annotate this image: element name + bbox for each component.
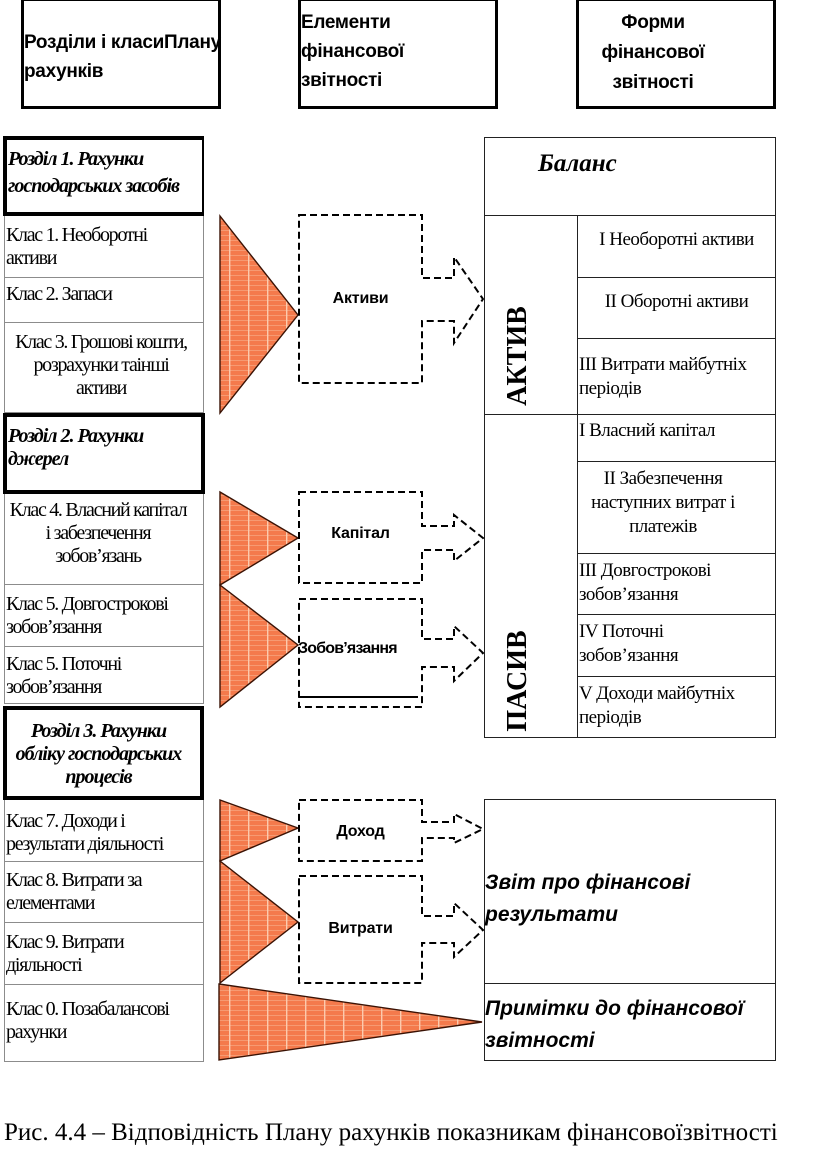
connector-triangle-income bbox=[219, 799, 300, 863]
element-label-income: Доход bbox=[336, 822, 385, 840]
balance-liabilities-label: ПАСИВ bbox=[502, 630, 533, 732]
balance-item-provisions: II Забезпечення наступних витрат і плате… bbox=[577, 462, 775, 554]
account-class-5-long-term: Клас 5. Довгострокові зобов’язання bbox=[4, 585, 204, 647]
account-class-9: Клас 9. Витрати діяльності bbox=[4, 923, 204, 985]
account-section-1: Розділ 1. Рахунки господарських засобів bbox=[3, 136, 204, 216]
account-class-3: Клас 3. Грошові кошти, розрахунки таінші… bbox=[4, 323, 204, 413]
balance-item-noncurrent-assets: I Необоротні активи bbox=[577, 216, 775, 278]
balance-item-current-liabilities: IV Поточні зобов’язання bbox=[577, 615, 775, 677]
element-label-liabilities: Зобов’язання bbox=[298, 639, 398, 657]
account-class-2: Клас 2. Запаси bbox=[4, 278, 204, 323]
element-label-assets: Активи bbox=[332, 289, 389, 307]
balance-item-equity: I Власний капітал bbox=[577, 415, 775, 462]
connector-triangle-notes bbox=[218, 983, 483, 1061]
balance-sheet-title-box: Баланс bbox=[484, 137, 776, 216]
connector-triangle-liabilities bbox=[219, 583, 300, 709]
column-header-statement-forms: Форми фінансової звітності bbox=[576, 0, 776, 109]
account-class-0: Клас 0. Позабалансові рахунки bbox=[4, 985, 204, 1062]
income-statement-title: Звіт про фінансові результати bbox=[485, 871, 691, 926]
balance-sheet-title: Баланс bbox=[538, 150, 617, 177]
balance-item-current-assets: II Оборотні активи bbox=[577, 278, 775, 339]
account-section-3: Розділ 3. Рахунки обліку господарських п… bbox=[3, 706, 204, 800]
connector-triangle-assets bbox=[219, 213, 299, 416]
column-header-statement-elements: Елементи фінансової звітності bbox=[298, 0, 498, 109]
figure-caption: Рис. 4.4 – Відповідність Плану рахунків … bbox=[4, 1119, 778, 1146]
balance-assets-label: АКТИВ bbox=[502, 306, 533, 406]
income-statement-box: Звіт про фінансові результати bbox=[484, 799, 776, 984]
column-header-chart-of-accounts: Розділи і класиПлану рахунків bbox=[21, 0, 221, 109]
connector-triangle-expenses bbox=[219, 859, 300, 985]
element-label-expenses: Витрати bbox=[328, 919, 393, 937]
element-label-capital: Капітал bbox=[331, 524, 390, 542]
account-class-4: Клас 4. Власний капітал і забезпечення з… bbox=[4, 494, 204, 585]
account-section-2: Розділ 2. Рахунки джерел bbox=[3, 413, 205, 494]
account-class-5-current: Клас 5. Поточні зобов’язання bbox=[4, 647, 204, 704]
account-class-1: Клас 1. Необоротні активи bbox=[4, 216, 204, 278]
balance-item-deferred-expenses: III Витрати майбутніх періодів bbox=[577, 339, 775, 415]
account-class-8: Клас 8. Витрати за елементами bbox=[4, 862, 204, 923]
balance-item-deferred-income: V Доходи майбутніх періодів bbox=[577, 677, 775, 737]
connector-triangle-capital bbox=[219, 490, 300, 587]
notes-title: Примітки до фінансової звітності bbox=[485, 997, 744, 1052]
balance-item-long-term-liabilities: III Довгострокові зобов’язання bbox=[577, 554, 775, 615]
balance-assets-cell bbox=[484, 215, 578, 415]
notes-box: Примітки до фінансової звітності bbox=[484, 983, 776, 1061]
account-class-7: Клас 7. Доходи і результати діяльності bbox=[4, 800, 204, 862]
